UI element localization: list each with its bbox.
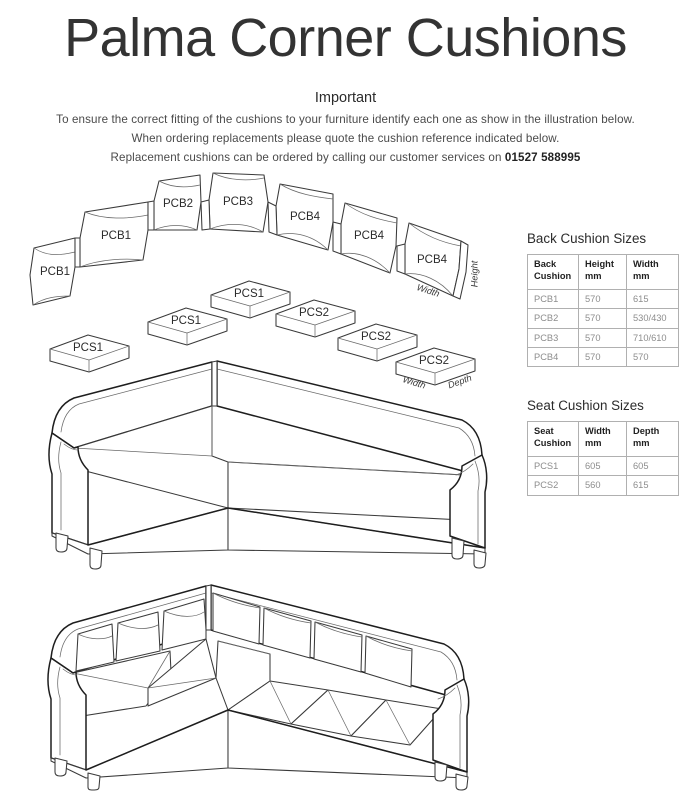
back-cushion-table-caption: Back Cushion Sizes: [527, 231, 647, 246]
back-cushion-5: PCB4: [267, 183, 334, 251]
cell-width: 560: [578, 475, 627, 496]
back-cushion-5-label: PCB4: [290, 211, 321, 223]
table-row: PCB3 570 710/610: [527, 327, 679, 348]
seat-cushion-6: PCS2 Width Depth: [395, 347, 476, 391]
seat-table-header-ref: Seat Cushion: [527, 421, 579, 457]
seat-cushion-4: PCS2: [275, 299, 356, 338]
cell-depth: 605: [626, 455, 679, 477]
cell-height: 570: [578, 288, 627, 310]
cell-width: 605: [578, 455, 627, 477]
seat-cushion-5-label: PCS2: [361, 331, 391, 343]
table-row: PCS1 605 605: [527, 455, 679, 477]
header-line-2: Cushion: [534, 438, 572, 449]
back-cushion-4-label: PCB3: [223, 196, 253, 208]
header-line-1: Width: [585, 426, 611, 436]
notice-line-3-prefix: Replacement cushions can be ordered by c…: [110, 151, 505, 164]
notice-line-1: To ensure the correct fitting of the cus…: [56, 113, 635, 126]
seat-cushion-table-caption: Seat Cushion Sizes: [527, 398, 644, 413]
seat-cushion-table-block: Seat Cushion Sizes Seat Cushion Width mm…: [527, 398, 679, 496]
table-row: PCB2 570 530/430: [527, 308, 679, 329]
table-row: PCB1 570 615: [527, 288, 679, 310]
back-cushion-1-label: PCB1: [40, 266, 70, 278]
cell-height: 570: [578, 327, 627, 348]
back-cushion-3-label: PCB2: [163, 198, 193, 210]
header-line-1: Depth: [633, 426, 660, 436]
sofa-frame-illustration: [38, 358, 508, 573]
cell-width: 570: [626, 346, 679, 368]
seat-cushion-3: PCS1: [49, 334, 130, 373]
cell-ref: PCB4: [527, 346, 579, 368]
cell-width: 530/430: [626, 308, 679, 329]
cell-width: 615: [626, 288, 679, 310]
seat-table-header-depth: Depth mm: [626, 421, 679, 457]
cell-height: 570: [578, 308, 627, 329]
header-line-1: Width: [633, 259, 659, 269]
page-title: Palma Corner Cushions: [64, 8, 627, 68]
cell-ref: PCS1: [527, 455, 579, 477]
cell-width: 710/610: [626, 327, 679, 348]
cell-ref: PCB2: [527, 308, 579, 329]
back-height-dimension-label: Height: [469, 260, 479, 287]
exploded-cushion-diagram: PCB1 PCB1 PCB2 PCB3: [28, 172, 518, 397]
notice-line-3: Replacement cushions can be ordered by c…: [0, 151, 691, 164]
important-heading: Important: [314, 90, 377, 106]
seat-table-header-width: Width mm: [578, 421, 627, 457]
cell-height: 570: [578, 346, 627, 368]
table-row: PCB4 570 570: [527, 346, 679, 368]
header-line-1: Seat: [534, 426, 554, 436]
seat-cushion-6-label: PCS2: [419, 355, 449, 367]
table-header-row: Back Cushion Height mm Width mm: [527, 254, 679, 290]
back-cushion-table-block: Back Cushion Sizes Back Cushion Height m…: [527, 231, 679, 368]
header-line-2: mm: [585, 271, 602, 282]
cell-ref: PCS2: [527, 475, 579, 496]
header-line-1: Height: [585, 259, 614, 269]
seat-cushion-4-label: PCS2: [299, 307, 329, 319]
seat-cushion-5: PCS2: [337, 323, 418, 362]
table-row: PCS2 560 615: [527, 475, 679, 496]
back-table-header-ref: Back Cushion: [527, 254, 579, 290]
header-line-2: Cushion: [534, 271, 572, 282]
table-header-row: Seat Cushion Width mm Depth mm: [527, 421, 679, 457]
back-cushion-4: PCB3: [200, 172, 269, 233]
seat-cushion-2: PCS1: [147, 307, 228, 346]
back-cushion-1: PCB1: [29, 237, 76, 306]
back-cushion-2-label: PCB1: [101, 230, 131, 242]
cell-depth: 615: [626, 475, 679, 496]
notice-line-2: When ordering replacements please quote …: [131, 132, 560, 145]
back-cushion-table: Back Cushion Height mm Width mm PCB1 570…: [527, 254, 679, 368]
seat-cushion-3-label: PCS1: [73, 342, 103, 354]
back-cushion-6: PCB4: [332, 202, 398, 274]
seat-cushion-table: Seat Cushion Width mm Depth mm PCS1 605 …: [527, 421, 679, 496]
cell-ref: PCB3: [527, 327, 579, 348]
header-line-2: mm: [633, 271, 650, 282]
sofa-fitted-illustration: [38, 578, 488, 791]
header-line-1: Back: [534, 259, 557, 269]
back-cushion-3: PCB2: [147, 174, 202, 231]
back-cushion-7: PCB4 Width Height: [396, 222, 479, 300]
seat-cushion-1-label: PCS1: [234, 288, 264, 300]
cell-ref: PCB1: [527, 288, 579, 310]
header-line-2: mm: [633, 438, 650, 449]
back-cushion-6-label: PCB4: [354, 230, 385, 242]
back-cushion-7-label: PCB4: [417, 254, 448, 266]
seat-cushion-2-label: PCS1: [171, 315, 201, 327]
header-line-2: mm: [585, 438, 602, 449]
seat-cushion-1: PCS1: [210, 280, 291, 319]
back-table-header-height: Height mm: [578, 254, 627, 290]
phone-number: 01527 588995: [504, 151, 581, 164]
back-table-header-width: Width mm: [626, 254, 679, 290]
back-cushion-2: PCB1: [74, 201, 149, 268]
